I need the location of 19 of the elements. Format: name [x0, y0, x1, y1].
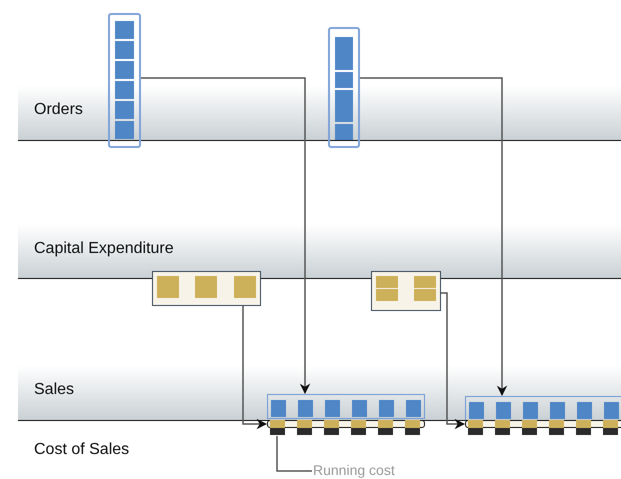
sales-row [267, 394, 425, 419]
arrow [242, 306, 268, 430]
lane-label: Sales [34, 381, 74, 399]
expenditure-box [152, 271, 261, 306]
arrow [141, 77, 310, 394]
annotation-text: Running cost [313, 462, 395, 479]
arrow [360, 77, 508, 396]
arrow [441, 292, 466, 430]
order-stack [328, 27, 360, 148]
lane-label: Capital Expenditure [34, 240, 174, 258]
lane-label: Cost of Sales [34, 441, 130, 459]
expenditure-box [371, 271, 441, 311]
cost-strip [267, 420, 425, 435]
arrow [276, 436, 312, 472]
order-stack [108, 13, 141, 148]
sales-row [465, 396, 621, 420]
cost-strip [465, 420, 621, 435]
lane-label: Orders [34, 101, 83, 119]
lane-band [18, 365, 621, 421]
